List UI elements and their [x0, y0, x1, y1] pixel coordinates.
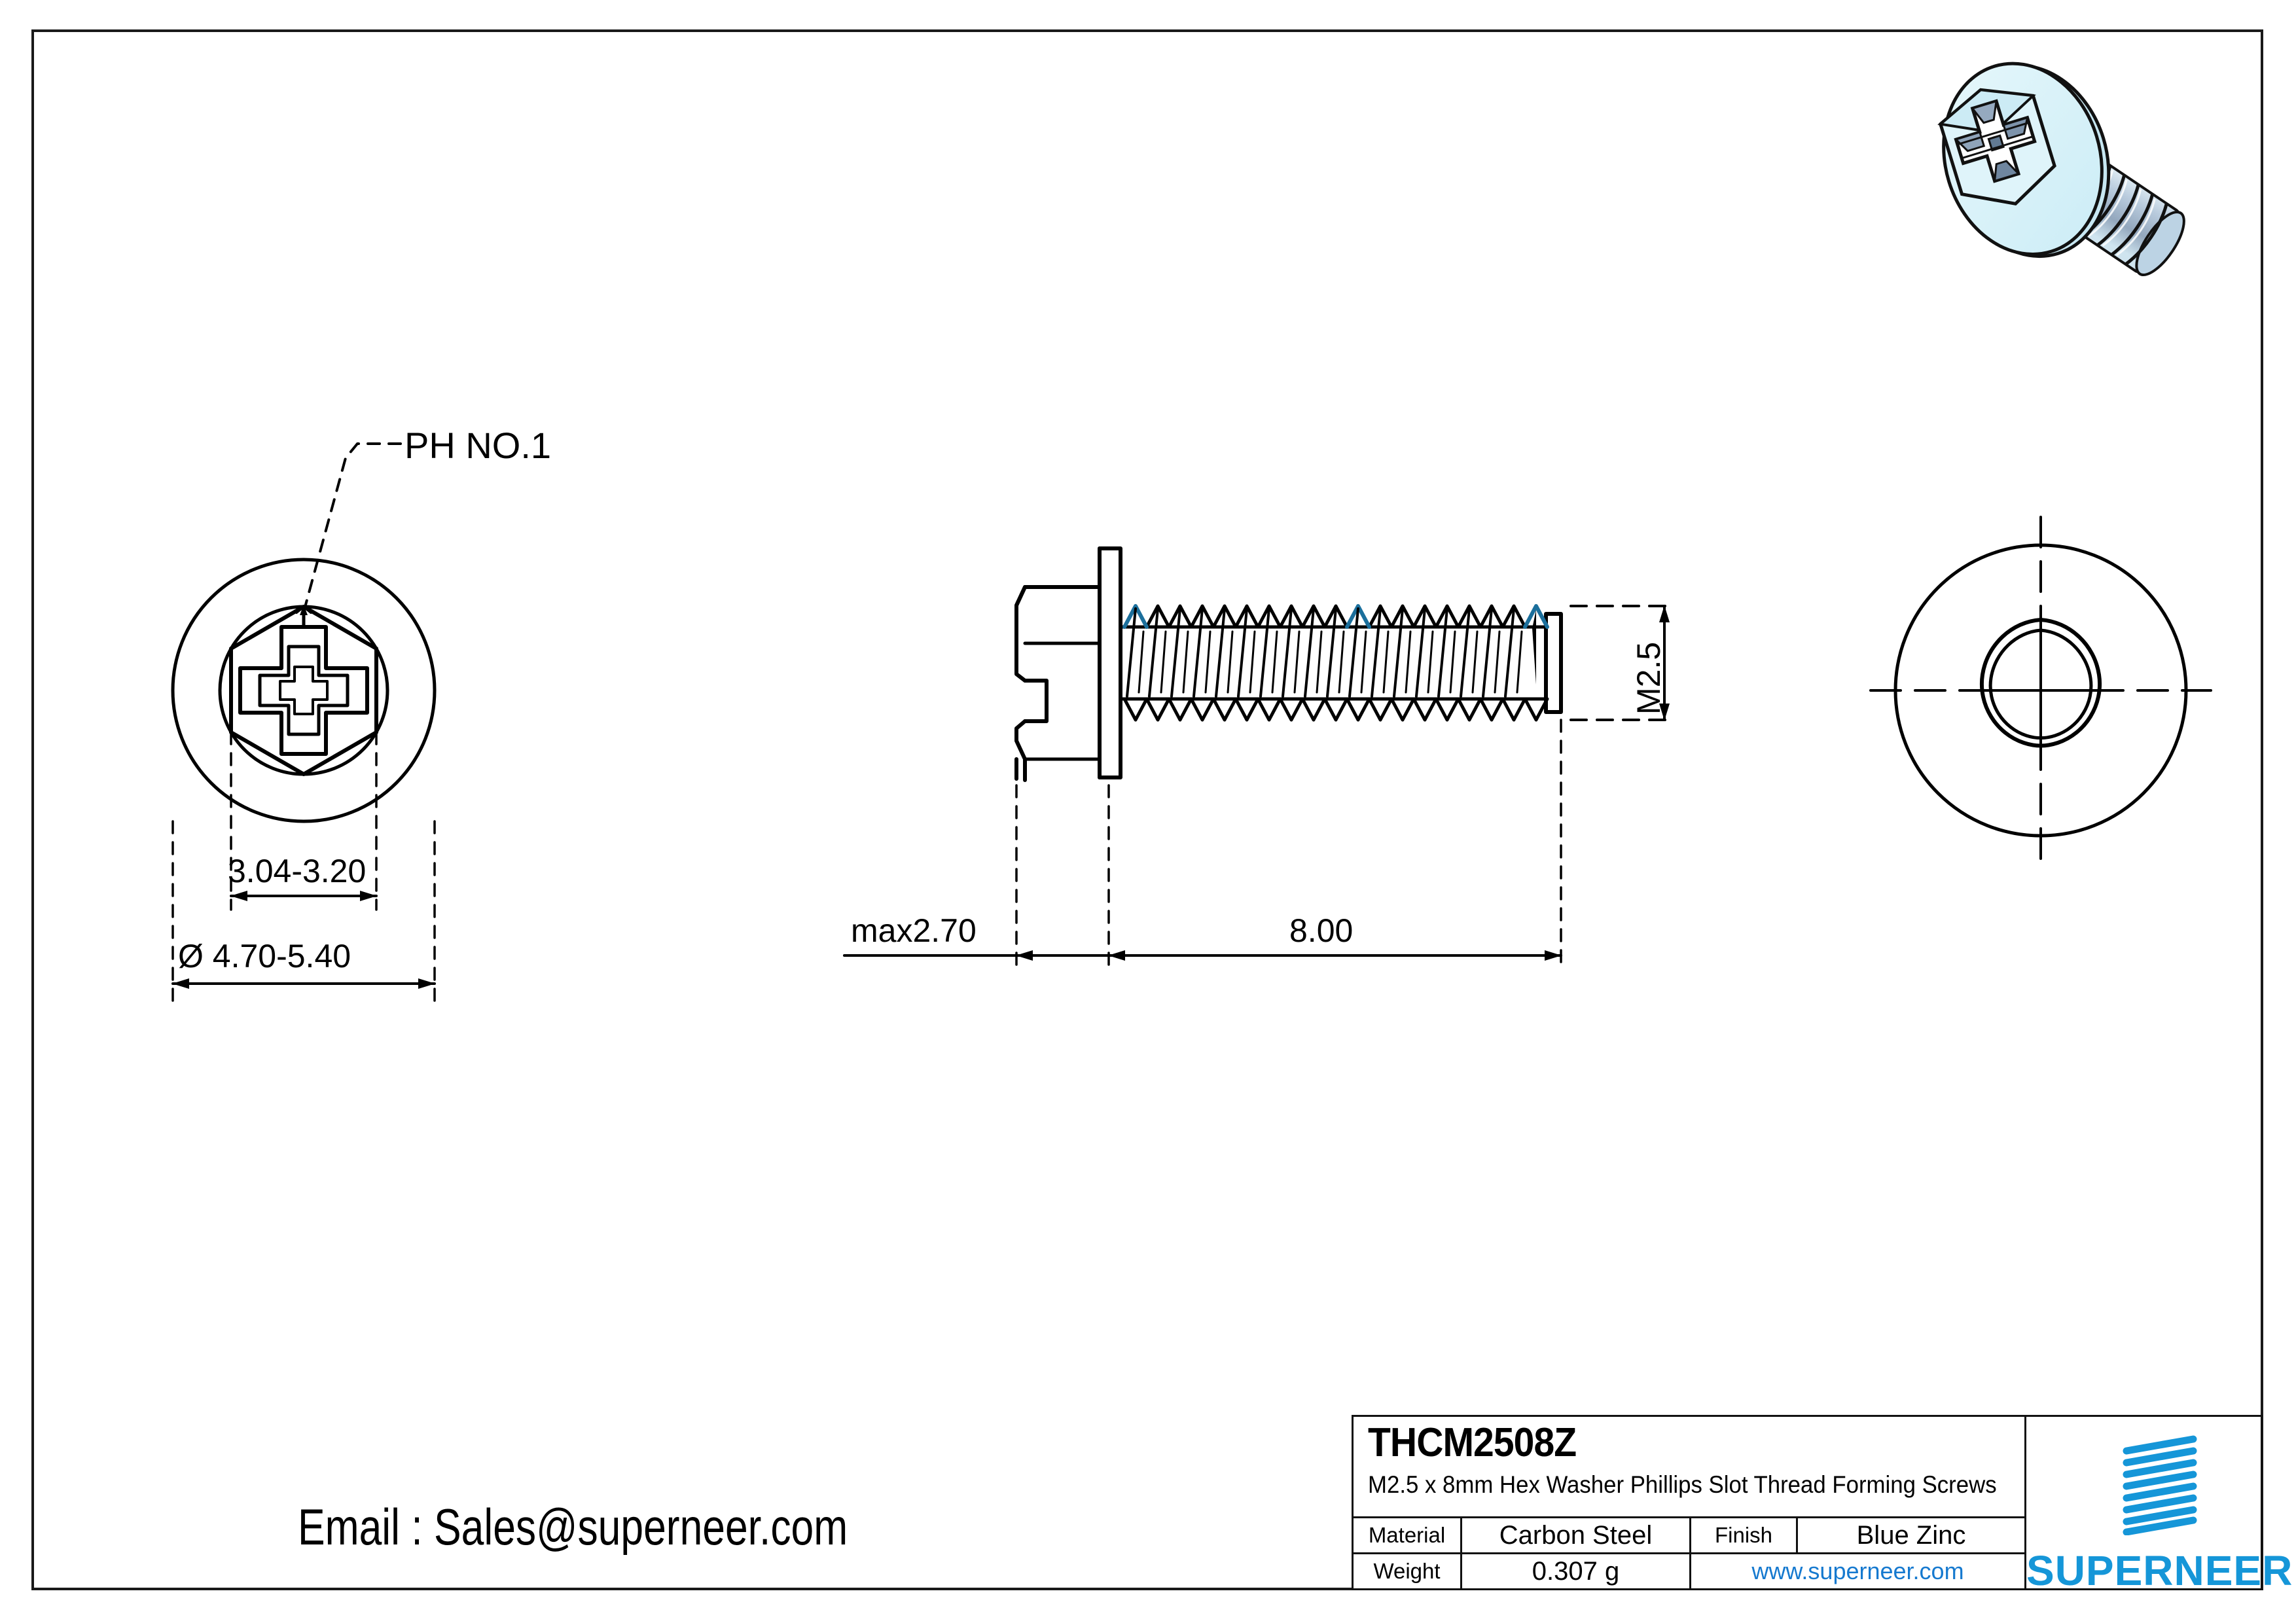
thread-size-dimension-label: M2.5: [1630, 641, 1667, 715]
superneer-wordmark: SUPERNEER: [2026, 1547, 2293, 1594]
weight-value: 0.307 g: [1462, 1554, 1691, 1588]
weight-label: Weight: [1354, 1554, 1462, 1588]
weight-website-row: Weight 0.307 g www.superneer.com: [1354, 1554, 2024, 1588]
finish-value: Blue Zinc: [1856, 1520, 1966, 1550]
brand-logo-cell: SUPERNEER: [2026, 1417, 2292, 1594]
render-head: [1937, 62, 2111, 259]
title-block: THCM2508Z M2.5 x 8mm Hex Washer Phillips…: [1352, 1415, 2292, 1594]
part-number: THCM2508Z: [1368, 1420, 1577, 1465]
material-label: Material: [1354, 1518, 1462, 1552]
finish-label: Finish: [1691, 1518, 1798, 1552]
email-text: Email : Sales@superneer.com: [298, 1498, 848, 1556]
part-description: M2.5 x 8mm Hex Washer Phillips Slot Thre…: [1368, 1471, 1997, 1499]
superneer-logo-icon: [2123, 1435, 2197, 1535]
material-value: Carbon Steel: [1462, 1518, 1691, 1552]
website-link[interactable]: www.superneer.com: [1751, 1558, 1964, 1584]
thread-length-dimension-label: 8.00: [1289, 912, 1354, 949]
isometric-screw-render: [1937, 62, 2185, 277]
across-flats-dimension-label: 3.04-3.20: [228, 853, 367, 889]
title-block-left: THCM2508Z M2.5 x 8mm Hex Washer Phillips…: [1354, 1417, 2026, 1588]
title-block-header: THCM2508Z M2.5 x 8mm Hex Washer Phillips…: [1354, 1417, 2024, 1518]
head-height-dimension-label: max2.70: [851, 912, 977, 949]
material-finish-row: Material Carbon Steel Finish Blue Zinc: [1354, 1518, 2024, 1554]
head-diameter-dimension-label: Ø 4.70-5.40: [178, 938, 351, 974]
head-recess-callout-label: PH NO.1: [404, 425, 552, 466]
